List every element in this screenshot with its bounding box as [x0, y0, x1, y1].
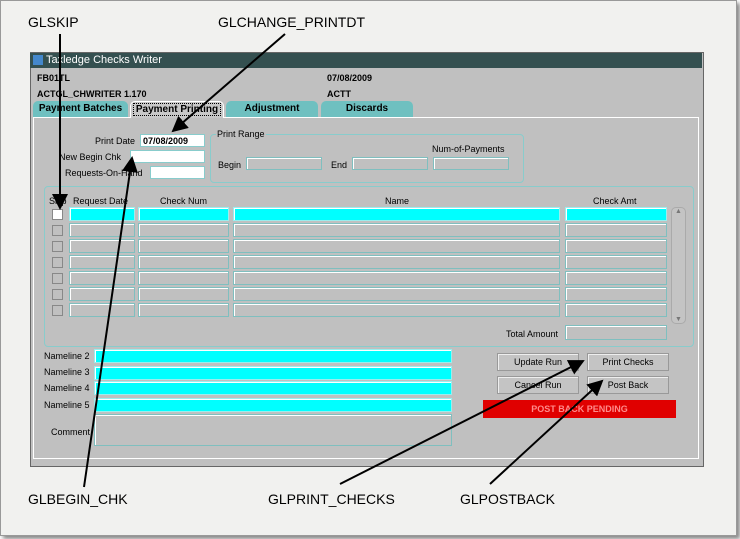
annotation-glprint-checks: GLPRINT_CHECKS — [268, 491, 395, 507]
print-date-input[interactable]: 07/08/2009 — [140, 134, 205, 147]
form-name: ACTGL_CHWRITER 1.170 — [37, 89, 147, 99]
grid-cell[interactable] — [138, 223, 229, 237]
grid-cell[interactable] — [69, 303, 135, 317]
tab-discards[interactable]: Discards — [321, 101, 413, 117]
annotation-glbegin-chk: GLBEGIN_CHK — [28, 491, 128, 507]
nameline5-label: Nameline 5 — [44, 400, 90, 410]
grid-cell[interactable] — [138, 255, 229, 269]
num-payments-input[interactable] — [433, 157, 509, 170]
app-icon — [33, 55, 43, 65]
title-bar: Taxledge Checks Writer — [30, 53, 702, 68]
grid-cell[interactable] — [233, 223, 560, 237]
grid-cell[interactable] — [138, 207, 229, 221]
skip-checkbox[interactable] — [52, 289, 63, 300]
grid-cell[interactable] — [69, 223, 135, 237]
grid-cell[interactable] — [565, 287, 667, 301]
print-range-title: Print Range — [216, 129, 266, 139]
col-check-amt: Check Amt — [593, 196, 637, 206]
arrow-glbegin-chk — [83, 156, 138, 488]
grid-cell[interactable] — [565, 207, 667, 221]
grid-cell[interactable] — [69, 271, 135, 285]
tab-payment-batches[interactable]: Payment Batches — [33, 101, 128, 117]
scroll-up-icon[interactable]: ▲ — [675, 208, 682, 215]
window-title: Taxledge Checks Writer — [46, 54, 162, 66]
begin-label: Begin — [218, 160, 242, 170]
grid-cell[interactable] — [138, 271, 229, 285]
environment: ACTT — [327, 89, 351, 99]
nameline3-label: Nameline 3 — [44, 367, 90, 377]
annotation-glpostback: GLPOSTBACK — [460, 491, 555, 507]
col-request-date: Request Date — [73, 196, 129, 206]
requests-on-hand-input[interactable] — [150, 166, 205, 179]
grid-cell[interactable] — [69, 207, 135, 221]
skip-checkbox[interactable] — [52, 257, 63, 268]
comment-textarea[interactable] — [94, 414, 452, 446]
grid-cell[interactable] — [233, 255, 560, 269]
annotation-glskip: GLSKIP — [28, 14, 79, 30]
grid-cell[interactable] — [565, 255, 667, 269]
nameline4-input[interactable] — [94, 381, 452, 395]
skip-checkbox[interactable] — [52, 273, 63, 284]
grid-cell[interactable] — [138, 287, 229, 301]
requests-on-hand-label: Requests-On-Hand — [65, 168, 143, 178]
tab-label: Payment Printing — [132, 103, 222, 116]
print-checks-button[interactable]: Print Checks — [587, 353, 669, 371]
end-input[interactable] — [352, 157, 428, 170]
grid-cell[interactable] — [233, 303, 560, 317]
grid-cell[interactable] — [138, 239, 229, 253]
grid-cell[interactable] — [565, 239, 667, 253]
end-label: End — [331, 160, 348, 170]
col-name: Name — [385, 196, 410, 206]
arrow-glchange-printdt — [171, 33, 286, 133]
grid-cell[interactable] — [565, 223, 667, 237]
nameline4-label: Nameline 4 — [44, 383, 90, 393]
grid-cell[interactable] — [233, 207, 560, 221]
grid-cell[interactable] — [233, 239, 560, 253]
print-range-group — [210, 134, 524, 183]
nameline2-input[interactable] — [94, 349, 452, 363]
grid-cell[interactable] — [69, 255, 135, 269]
scroll-down-icon[interactable]: ▼ — [675, 316, 682, 323]
total-amount-input — [565, 325, 667, 340]
col-check-num: Check Num — [160, 196, 208, 206]
grid-scrollbar[interactable]: ▲ ▼ — [671, 207, 686, 324]
comment-label: Comment — [51, 427, 91, 437]
print-date-label: Print Date — [95, 136, 136, 146]
annotation-glchange-printdt: GLCHANGE_PRINTDT — [218, 14, 366, 30]
arrow-glprint-checks — [339, 360, 585, 485]
skip-checkbox[interactable] — [52, 241, 63, 252]
grid-cell[interactable] — [565, 303, 667, 317]
grid-cell[interactable] — [138, 303, 229, 317]
tab-adjustment[interactable]: Adjustment — [226, 101, 318, 117]
grid-cell[interactable] — [69, 287, 135, 301]
num-payments-label: Num-of-Payments — [432, 144, 505, 154]
skip-checkbox[interactable] — [52, 225, 63, 236]
grid-cell[interactable] — [565, 271, 667, 285]
current-date: 07/08/2009 — [327, 73, 373, 83]
new-begin-chk-label: New Begin Chk — [59, 152, 122, 162]
grid-cell[interactable] — [233, 271, 560, 285]
skip-checkbox[interactable] — [52, 305, 63, 316]
checks-grid-group — [44, 186, 694, 347]
user-id: FB01TL — [37, 73, 71, 83]
cancel-run-button[interactable]: Cancel Run — [497, 376, 579, 394]
begin-input[interactable] — [246, 157, 322, 170]
grid-cell[interactable] — [233, 287, 560, 301]
tab-payment-printing[interactable]: Payment Printing — [130, 101, 224, 118]
total-amount-label: Total Amount — [506, 329, 559, 339]
nameline3-input[interactable] — [94, 366, 452, 380]
post-back-status-banner: POST BACK PENDING — [483, 400, 676, 418]
nameline2-label: Nameline 2 — [44, 351, 90, 361]
nameline5-input[interactable] — [94, 398, 452, 412]
arrow-glpostback — [489, 379, 604, 485]
